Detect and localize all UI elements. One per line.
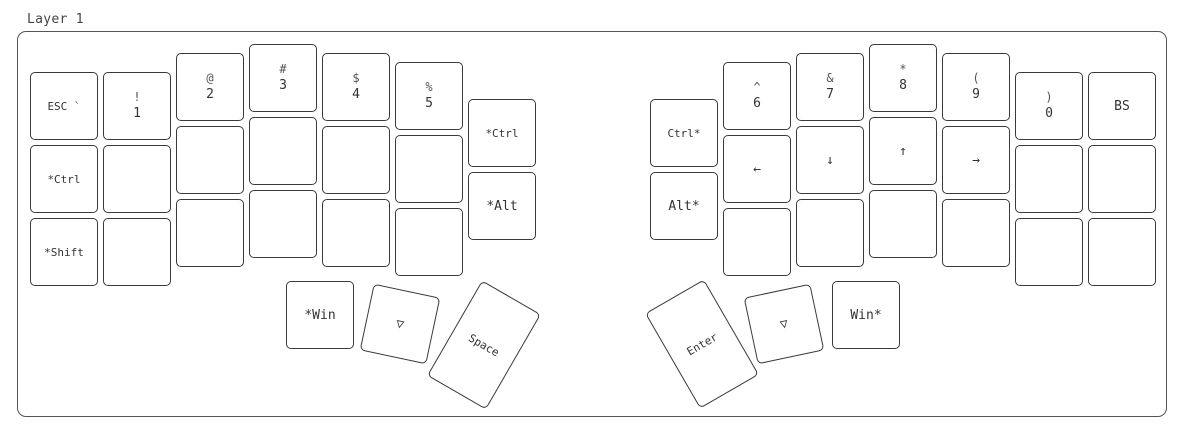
key-2: @ 2 [176, 53, 244, 121]
key-label: 5 [425, 96, 433, 111]
key-blank [1015, 145, 1083, 213]
key-label: 4 [352, 87, 360, 102]
key-label: *Alt [486, 198, 518, 214]
key-blank [1088, 145, 1156, 213]
key-down-arrow: ↓ [796, 126, 864, 194]
keyboard-outline [17, 31, 1167, 417]
key-up-arrow: ↑ [869, 117, 937, 185]
key-left-ctrl: *Ctrl [30, 145, 98, 213]
key-label: Alt* [668, 198, 700, 214]
key-blank [176, 126, 244, 194]
key-right-alt: Alt* [650, 172, 718, 240]
key-esc: ESC ` [30, 72, 98, 140]
key-blank [723, 208, 791, 276]
layer-title: Layer 1 [27, 12, 84, 27]
key-8: * 8 [869, 44, 937, 112]
thumb-key-left-triangle: ▽ [359, 283, 441, 365]
key-right-ctrl: Ctrl* [650, 99, 718, 167]
key-blank [249, 190, 317, 258]
key-label: 8 [899, 78, 907, 93]
key-blank [796, 199, 864, 267]
triangle-down-icon: ▽ [778, 315, 790, 333]
key-backspace: BS [1088, 72, 1156, 140]
key-blank [322, 126, 390, 194]
key-5: % 5 [395, 62, 463, 130]
key-label: Win* [850, 307, 882, 323]
key-left-inner-ctrl: *Ctrl [468, 99, 536, 167]
key-label: 1 [133, 106, 141, 121]
key-shift-label: ! [133, 90, 141, 104]
key-shift-label: @ [206, 71, 214, 85]
key-3: # 3 [249, 44, 317, 112]
key-shift-label: & [826, 71, 834, 85]
up-arrow-icon: ↑ [899, 143, 907, 159]
key-shift-label: ) [1045, 90, 1053, 104]
key-blank [249, 117, 317, 185]
key-label: *Ctrl [47, 172, 81, 186]
key-blank [322, 199, 390, 267]
key-label: 7 [826, 87, 834, 102]
key-label: BS [1114, 98, 1130, 114]
key-label: Space [466, 331, 502, 359]
triangle-down-icon: ▽ [394, 315, 406, 333]
key-label: 9 [972, 87, 980, 102]
key-label: Ctrl* [667, 126, 701, 140]
key-shift-label: # [279, 62, 287, 76]
down-arrow-icon: ↓ [826, 152, 834, 168]
key-blank [103, 145, 171, 213]
key-label: *Win [304, 307, 336, 323]
key-label: 0 [1045, 106, 1053, 121]
key-7: & 7 [796, 53, 864, 121]
right-arrow-icon: → [972, 152, 980, 168]
key-label: 6 [753, 96, 761, 111]
thumb-key-left-win: *Win [286, 281, 354, 349]
thumb-key-right-win: Win* [832, 281, 900, 349]
key-left-arrow: ← [723, 135, 791, 203]
key-0: ) 0 [1015, 72, 1083, 140]
key-blank [1015, 218, 1083, 286]
left-arrow-icon: ← [753, 161, 761, 177]
key-blank [942, 199, 1010, 267]
key-label: Enter [684, 330, 720, 358]
key-blank [395, 135, 463, 203]
key-shift-label: * [899, 62, 907, 76]
key-blank [1088, 218, 1156, 286]
key-shift-label: $ [352, 71, 360, 85]
key-label: *Ctrl [485, 126, 519, 140]
key-9: ( 9 [942, 53, 1010, 121]
key-blank [176, 199, 244, 267]
key-blank [103, 218, 171, 286]
key-1: ! 1 [103, 72, 171, 140]
key-left-alt: *Alt [468, 172, 536, 240]
key-blank [395, 208, 463, 276]
key-left-shift: *Shift [30, 218, 98, 286]
key-label: ESC ` [47, 99, 81, 113]
key-shift-label: % [425, 80, 433, 94]
key-6: ^ 6 [723, 62, 791, 130]
key-label: *Shift [44, 245, 84, 259]
key-shift-label: ^ [753, 80, 761, 94]
key-label: 2 [206, 87, 214, 102]
key-label: 3 [279, 78, 287, 93]
thumb-key-right-triangle: ▽ [743, 283, 825, 365]
key-right-arrow: → [942, 126, 1010, 194]
key-shift-label: ( [972, 71, 980, 85]
key-4: $ 4 [322, 53, 390, 121]
key-blank [869, 190, 937, 258]
